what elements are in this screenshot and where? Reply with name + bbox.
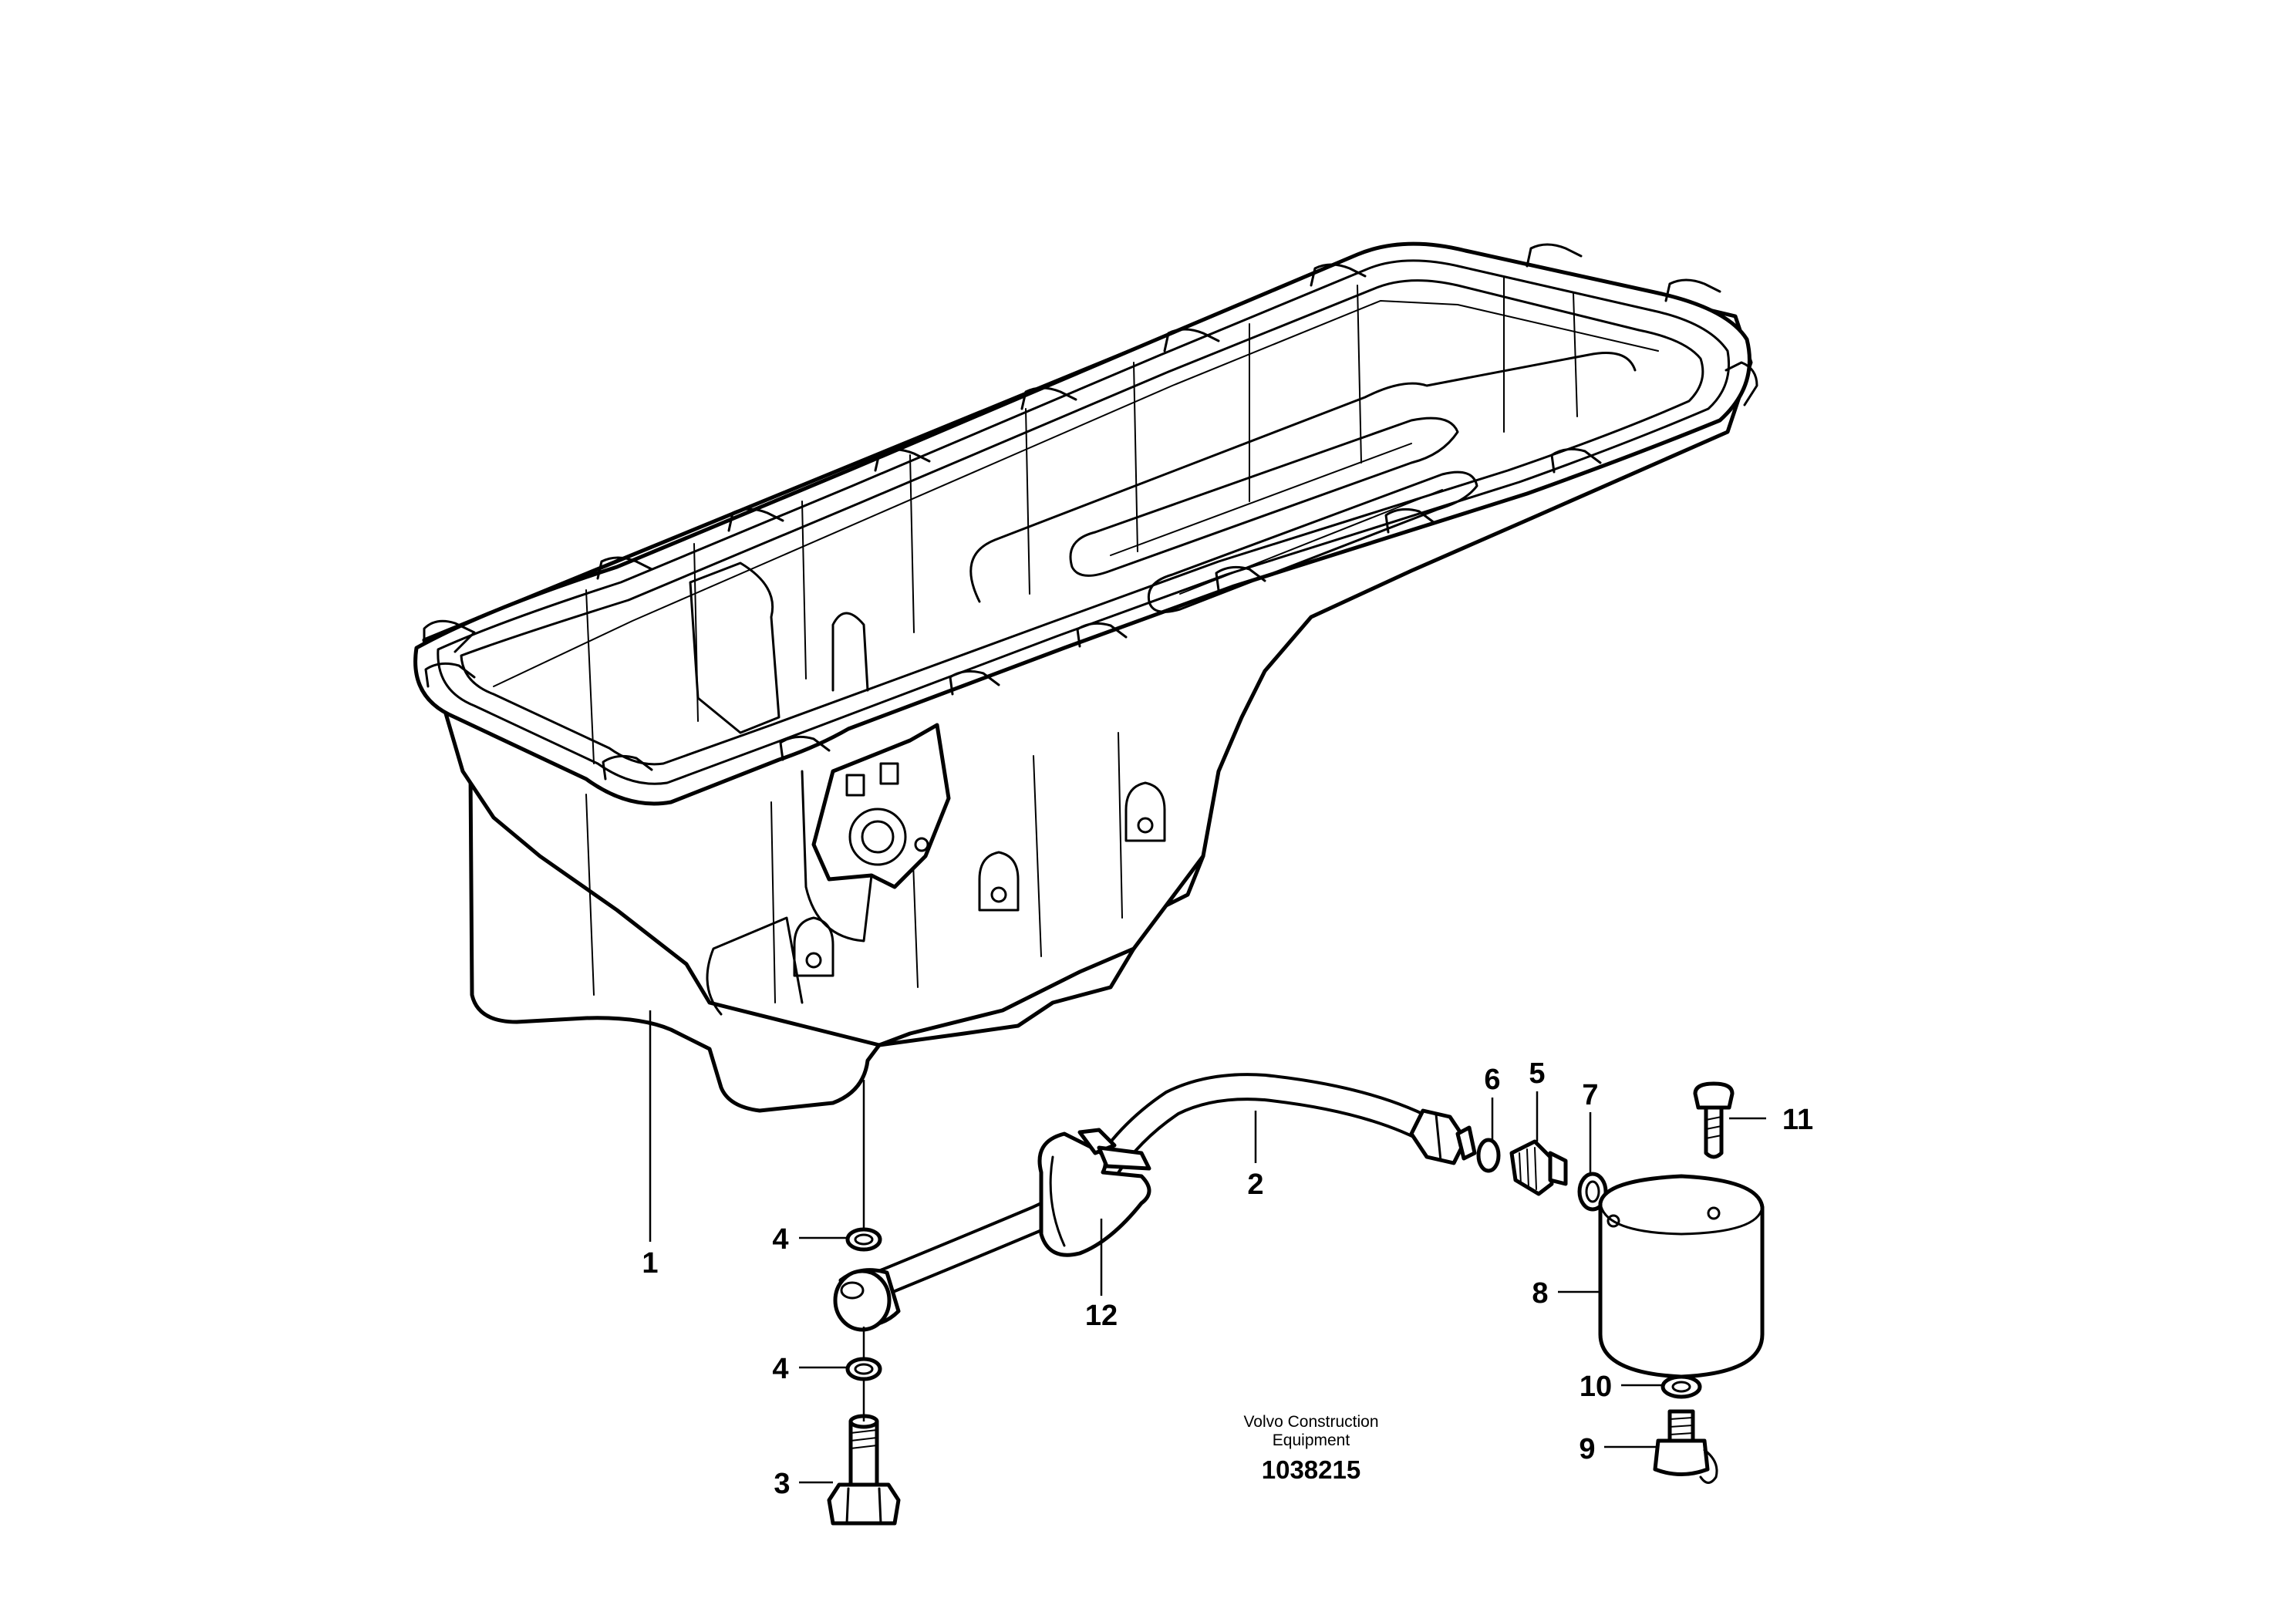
diagram-number: 1038215 [1262, 1455, 1360, 1484]
callout-4-lower: 4 [772, 1353, 788, 1385]
callout-2: 2 [1247, 1168, 1263, 1201]
callout-12: 12 [1085, 1300, 1118, 1332]
caption-brand-line2: Equipment [1273, 1431, 1350, 1449]
filter-housing [1598, 1174, 1765, 1379]
mounting-boss [793, 916, 834, 977]
oil-pan [413, 241, 1758, 1113]
diagram-caption: Volvo Construction Equipment 1038215 [1243, 1413, 1378, 1484]
mounting-boss [978, 851, 1020, 912]
drain-bracket [811, 723, 951, 889]
o-ring-hole [1585, 1180, 1600, 1203]
banjo-fitting [833, 1268, 901, 1332]
callout-3: 3 [774, 1468, 790, 1500]
adapter-nipple [1509, 1139, 1568, 1196]
flange-bolt [1693, 1081, 1735, 1159]
callout-10: 10 [1580, 1371, 1612, 1403]
hose-hex-fitting [1409, 1108, 1477, 1165]
callout-4: 4 [772, 1223, 788, 1256]
callout-7: 7 [1582, 1079, 1598, 1111]
washer [845, 1357, 882, 1381]
callout-1: 1 [642, 1247, 658, 1280]
callout-8: 8 [1532, 1277, 1548, 1310]
flange-tab [423, 243, 1758, 781]
callout-11: 11 [1782, 1104, 1813, 1136]
hose-clamp [1037, 1128, 1151, 1257]
caption-brand-line1: Volvo Construction [1243, 1413, 1378, 1431]
leader-lines [649, 1010, 1766, 1484]
washer-hole [854, 1363, 874, 1375]
mounting-boss [1124, 781, 1166, 842]
callout-9: 9 [1579, 1433, 1595, 1465]
callout-5: 5 [1529, 1057, 1545, 1090]
sealing-washer [1660, 1374, 1702, 1399]
oil-hose [874, 1073, 1477, 1297]
o-ring [1476, 1138, 1501, 1173]
callout-6: 6 [1484, 1064, 1500, 1096]
washer-hole [854, 1233, 874, 1246]
drain-plug [1653, 1409, 1718, 1484]
callout-labels: 1 2 3 4 4 5 6 7 8 9 10 11 12 [642, 1057, 1813, 1500]
washer [845, 1227, 882, 1252]
washer-hole [1671, 1381, 1691, 1393]
banjo-bolt [827, 1414, 901, 1526]
